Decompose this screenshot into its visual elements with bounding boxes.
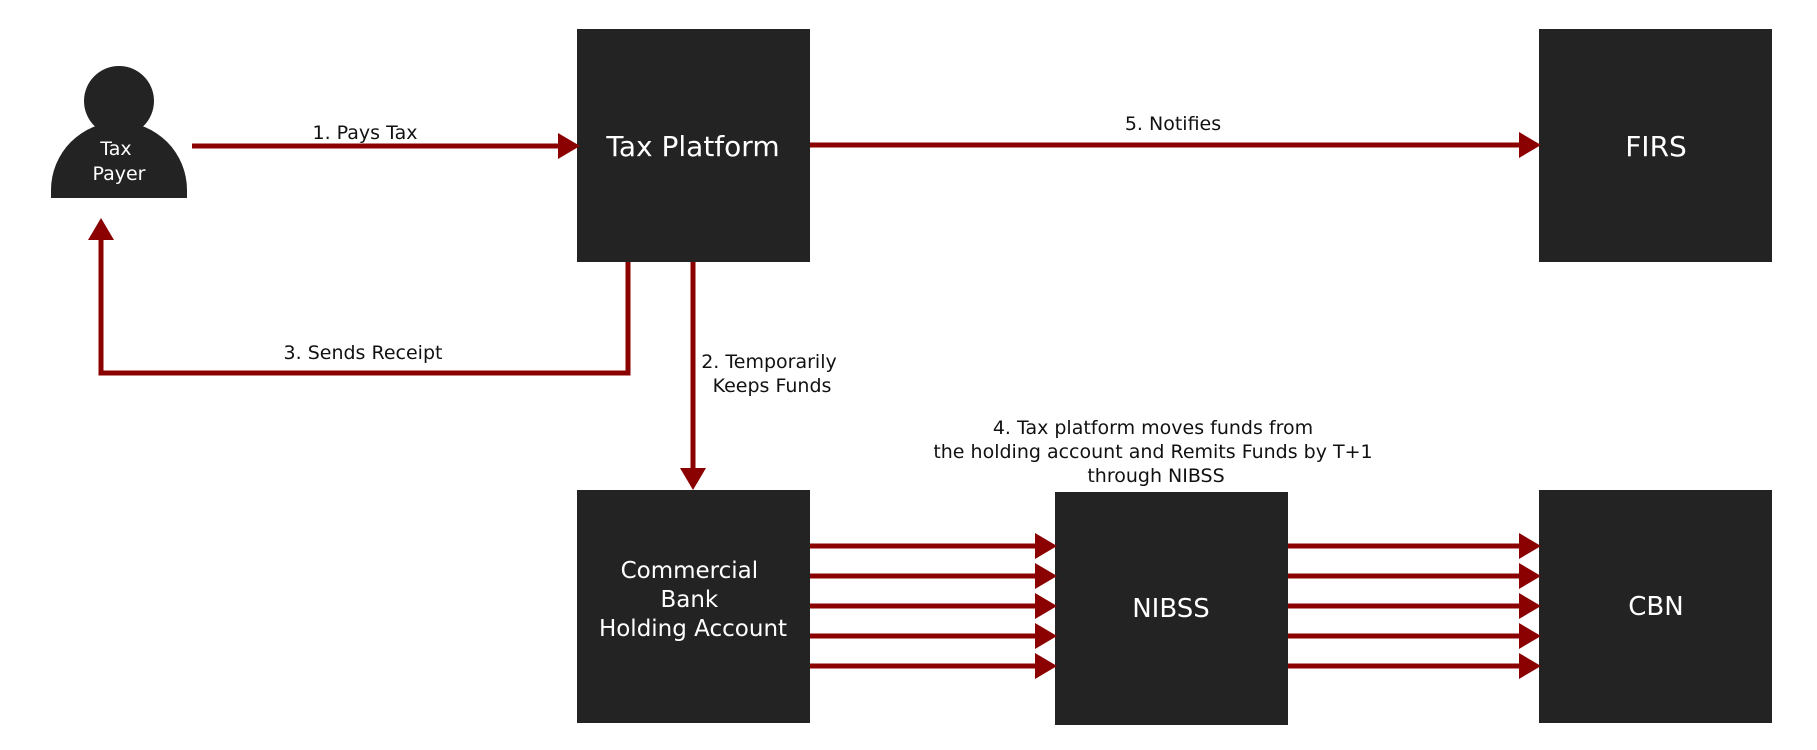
edge-label-keeps-funds-line: Keeps Funds: [713, 375, 832, 397]
edge-keeps-funds: 2. Temporarily Keeps Funds: [680, 262, 843, 490]
svg-text:5. Notifies: 5. Notifies: [1125, 113, 1221, 135]
edge-bank-to-nibss: [810, 533, 1057, 679]
svg-text:Tax Payer: Tax Payer: [93, 138, 146, 185]
arrowhead: [1035, 623, 1057, 649]
svg-text:NIBSS: NIBSS: [1132, 594, 1210, 624]
node-cbn: CBN: [1539, 490, 1772, 723]
arrowhead: [1035, 563, 1057, 589]
arrowhead: [680, 468, 706, 490]
node-firs: FIRS: [1539, 29, 1772, 262]
arrowhead: [1035, 593, 1057, 619]
edge-nibss-to-cbn: [1288, 533, 1541, 679]
arrowhead: [1519, 623, 1541, 649]
commercial-bank-label-line: Commercial: [621, 558, 759, 584]
edge-label-notifies: 5. Notifies: [1125, 113, 1221, 135]
svg-text:1. Pays Tax: 1. Pays Tax: [313, 122, 418, 144]
svg-text:CBN: CBN: [1628, 592, 1683, 622]
edge-label-sends-receipt: 3. Sends Receipt: [284, 342, 443, 364]
arrowhead: [1519, 653, 1541, 679]
tax-payer-label-line: Payer: [93, 163, 146, 185]
commercial-bank-label-line: Bank: [660, 587, 718, 613]
nibss-label: NIBSS: [1132, 594, 1210, 624]
node-nibss: NIBSS: [1055, 492, 1288, 725]
arrowhead: [558, 133, 580, 159]
svg-text:Tax Platform: Tax Platform: [605, 130, 779, 163]
node-tax-payer: Tax Payer: [51, 66, 187, 198]
edge-label-pays-tax: 1. Pays Tax: [313, 122, 418, 144]
node-commercial-bank: Commercial Bank Holding Account: [577, 490, 810, 723]
svg-text:Commercial Bank Ho: Commercial Bank Holding Account: [599, 558, 787, 642]
arrowhead: [1519, 132, 1541, 158]
arrowhead: [1519, 593, 1541, 619]
arrowhead: [1519, 533, 1541, 559]
edge-label-remits-funds-line: through NIBSS: [1087, 465, 1224, 487]
edge-label-remits-funds-line: 4. Tax platform moves funds from: [993, 417, 1313, 439]
tax-platform-label: Tax Platform: [605, 130, 779, 163]
edge-sends-receipt: 3. Sends Receipt: [88, 218, 631, 376]
edge-label-keeps-funds-line: 2. Temporarily: [701, 351, 837, 373]
arrowhead: [1035, 653, 1057, 679]
commercial-bank-label-line: Holding Account: [599, 616, 787, 642]
arrowhead: [1519, 563, 1541, 589]
edge-pays-tax: 1. Pays Tax: [192, 122, 580, 159]
edge-label-remits-funds-line: the holding account and Remits Funds by …: [933, 441, 1372, 463]
firs-label: FIRS: [1625, 130, 1687, 163]
person-icon: [51, 66, 187, 198]
edge-label-remits-funds: 4. Tax platform moves funds from the hol…: [933, 417, 1378, 487]
arrowhead: [88, 218, 114, 240]
svg-text:2. Temporarily Keeps Fun: 2. Temporarily Keeps Funds: [701, 351, 843, 397]
svg-text:3. Sends Receipt: 3. Sends Receipt: [284, 342, 443, 364]
edge-notifies: 5. Notifies: [810, 113, 1541, 158]
tax-payer-label-line: Tax: [99, 138, 131, 160]
cbn-label: CBN: [1628, 592, 1683, 622]
node-tax-platform: Tax Platform: [577, 29, 810, 262]
svg-text:FIRS: FIRS: [1625, 130, 1687, 163]
arrowhead: [1035, 533, 1057, 559]
